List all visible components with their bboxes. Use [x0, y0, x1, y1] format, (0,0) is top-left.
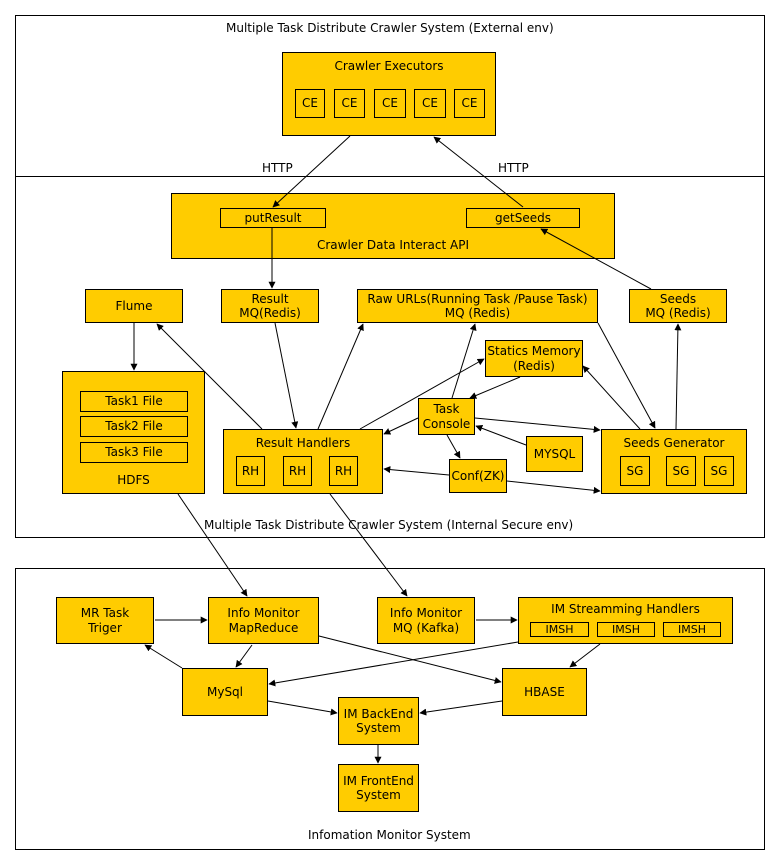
- result-mq-box: Result MQ(Redis): [221, 289, 319, 323]
- hdfs-label: HDFS: [117, 472, 150, 487]
- task-console-box: Task Console: [418, 398, 475, 435]
- mysql-internal-box: MYSQL: [526, 436, 583, 472]
- arrow-mysql-to-console: [475, 424, 527, 446]
- arrow-seedsgen-to-seedsmq: [674, 323, 682, 430]
- arrow-console-to-rawurls: [451, 323, 477, 399]
- internal-region: [15, 176, 765, 538]
- ce-box-1: CE: [295, 89, 325, 118]
- sg-box-2: SG: [666, 456, 696, 486]
- im-frontend-box: IM FrontEnd System: [338, 764, 419, 812]
- put-result-box: putResult: [220, 208, 326, 228]
- arrow-conf-to-resulthandlers: [383, 466, 450, 476]
- arrow-hbase-to-backend: [419, 700, 503, 716]
- rh-box-1: RH: [236, 456, 265, 486]
- http-label-left: HTTP: [262, 161, 293, 175]
- rh-box-3: RH: [329, 456, 358, 486]
- conf-zk-box: Conf(ZK): [449, 459, 507, 493]
- info-monitor-mapreduce-box: Info Monitor MapReduce: [208, 597, 319, 644]
- im-backend-box: IM BackEnd System: [338, 697, 419, 745]
- seeds-mq-box: Seeds MQ (Redis): [629, 289, 727, 323]
- arrow-seedsmq-to-getseeds: [540, 228, 652, 290]
- mysql-monitor-box: MySql: [182, 668, 268, 716]
- sg-box-3: SG: [704, 456, 734, 486]
- arrow-rawurls-to-seedsgen: [597, 322, 656, 429]
- monitor-region: [15, 568, 765, 850]
- arrow-mysql-to-mrtask: [144, 644, 183, 669]
- flume-box: Flume: [85, 289, 183, 323]
- arrow-mysql-to-backend: [267, 700, 338, 716]
- arrow-resulthandlers-to-rawurls: [317, 323, 364, 430]
- sg-box-1: SG: [620, 456, 650, 486]
- rh-box-2: RH: [283, 456, 312, 486]
- info-monitor-mq-box: Info Monitor MQ (Kafka): [377, 597, 475, 644]
- get-seeds-box: getSeeds: [466, 208, 580, 228]
- imsh-box-2: IMSH: [597, 622, 655, 637]
- arrow-resulthandlers-to-flume: [156, 323, 263, 430]
- arrow-imsh-to-mysql: [268, 641, 519, 687]
- imsh-box-1: IMSH: [530, 622, 589, 637]
- arrow-resulthandlers-to-statics: [359, 358, 485, 430]
- raw-urls-mq-box: Raw URLs(Running Task /Pause Task) MQ (R…: [357, 289, 598, 323]
- arrow-console-to-conf: [446, 434, 461, 459]
- arrow-resulthandlers-to-kafka: [329, 493, 408, 597]
- http-label-right: HTTP: [498, 161, 529, 175]
- arrow-conf-to-seedsgen: [506, 480, 601, 494]
- arrow-getseeds-to-ce: [433, 136, 524, 208]
- arrow-imsh-to-hbase: [569, 643, 601, 668]
- internal-region-title: Multiple Task Distribute Crawler System …: [204, 518, 574, 532]
- result-handlers-label: Result Handlers: [255, 436, 351, 450]
- arrow-mapreduce-to-hbase: [318, 635, 502, 684]
- task-file-3: Task3 File: [80, 442, 188, 463]
- external-region-title: Multiple Task Distribute Crawler System …: [226, 21, 554, 35]
- arrow-mapreduce-to-mysql: [235, 644, 253, 668]
- arrow-resultmq-to-resulthandlers: [274, 322, 299, 429]
- ce-box-2: CE: [334, 89, 365, 118]
- arrow-hdfs-to-mapreduce: [177, 493, 248, 597]
- task-file-2: Task2 File: [80, 416, 188, 437]
- crawler-data-interact-api-label: Crawler Data Interact API: [316, 237, 470, 252]
- mr-task-triger-box: MR Task Triger: [56, 597, 154, 644]
- hbase-box: HBASE: [502, 668, 587, 716]
- imsh-box-3: IMSH: [663, 622, 721, 637]
- arrow-ce-to-putresult: [272, 135, 351, 208]
- ce-box-5: CE: [454, 89, 485, 118]
- task-file-1: Task1 File: [80, 391, 188, 412]
- crawler-executors-label: Crawler Executors: [334, 59, 444, 73]
- ce-box-3: CE: [374, 89, 406, 118]
- arrow-console-to-resulthandlers: [383, 417, 419, 435]
- statics-memory-box: Statics Memory (Redis): [485, 340, 583, 377]
- arrow-statics-to-console: [469, 376, 521, 399]
- seeds-generator-label: Seeds Generator: [623, 436, 725, 450]
- arrow-seedsgen-to-statics: [582, 365, 641, 430]
- im-streamming-handlers-label: IM Streamming Handlers: [551, 602, 700, 616]
- ce-box-4: CE: [414, 89, 446, 118]
- monitor-region-title: Infomation Monitor System: [308, 828, 471, 842]
- arrow-console-to-seedsgen: [474, 417, 601, 433]
